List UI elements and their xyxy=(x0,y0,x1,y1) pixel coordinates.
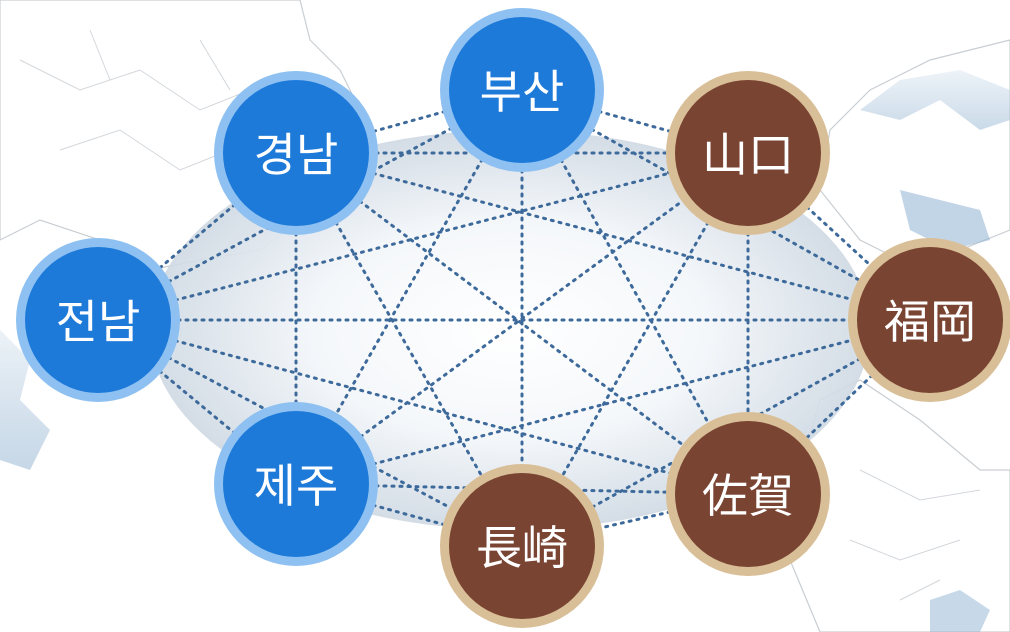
connector-line xyxy=(294,151,932,322)
connector-line xyxy=(96,318,750,496)
connector-line xyxy=(96,151,750,322)
node-fukuoka[interactable]: 福岡 xyxy=(848,238,1010,402)
node-label-jeonnam: 전남 xyxy=(56,295,141,349)
node-label-jeju: 제주 xyxy=(254,459,339,513)
connector-line xyxy=(294,151,750,496)
node-label-busan: 부산 xyxy=(480,65,565,119)
kyushu-inner-lines xyxy=(849,469,981,601)
kyushu-bay-shade xyxy=(930,590,990,632)
japan-shore-shade-1 xyxy=(860,70,1010,130)
node-label-fukuoka: 福岡 xyxy=(884,295,976,349)
japan-shore-shade-2 xyxy=(900,190,990,250)
connector-line xyxy=(294,318,932,486)
node-label-yamaguchi: 山口 xyxy=(702,128,794,182)
node-label-nagasaki: 長崎 xyxy=(476,521,568,575)
node-jeonnam[interactable]: 전남 xyxy=(16,238,180,402)
node-label-gyeongnam: 경남 xyxy=(254,128,339,182)
node-nagasaki[interactable]: 長崎 xyxy=(440,464,604,628)
node-busan[interactable]: 부산 xyxy=(440,8,604,172)
node-saga[interactable]: 佐賀 xyxy=(666,412,830,576)
korea-coast-shade xyxy=(0,330,50,470)
node-label-saga: 佐賀 xyxy=(702,469,794,523)
korea-province-lines xyxy=(19,29,251,171)
node-jeju[interactable]: 제주 xyxy=(214,402,378,566)
node-gyeongnam[interactable]: 경남 xyxy=(214,71,378,235)
connector-line xyxy=(294,151,750,486)
node-yamaguchi[interactable]: 山口 xyxy=(666,71,830,235)
